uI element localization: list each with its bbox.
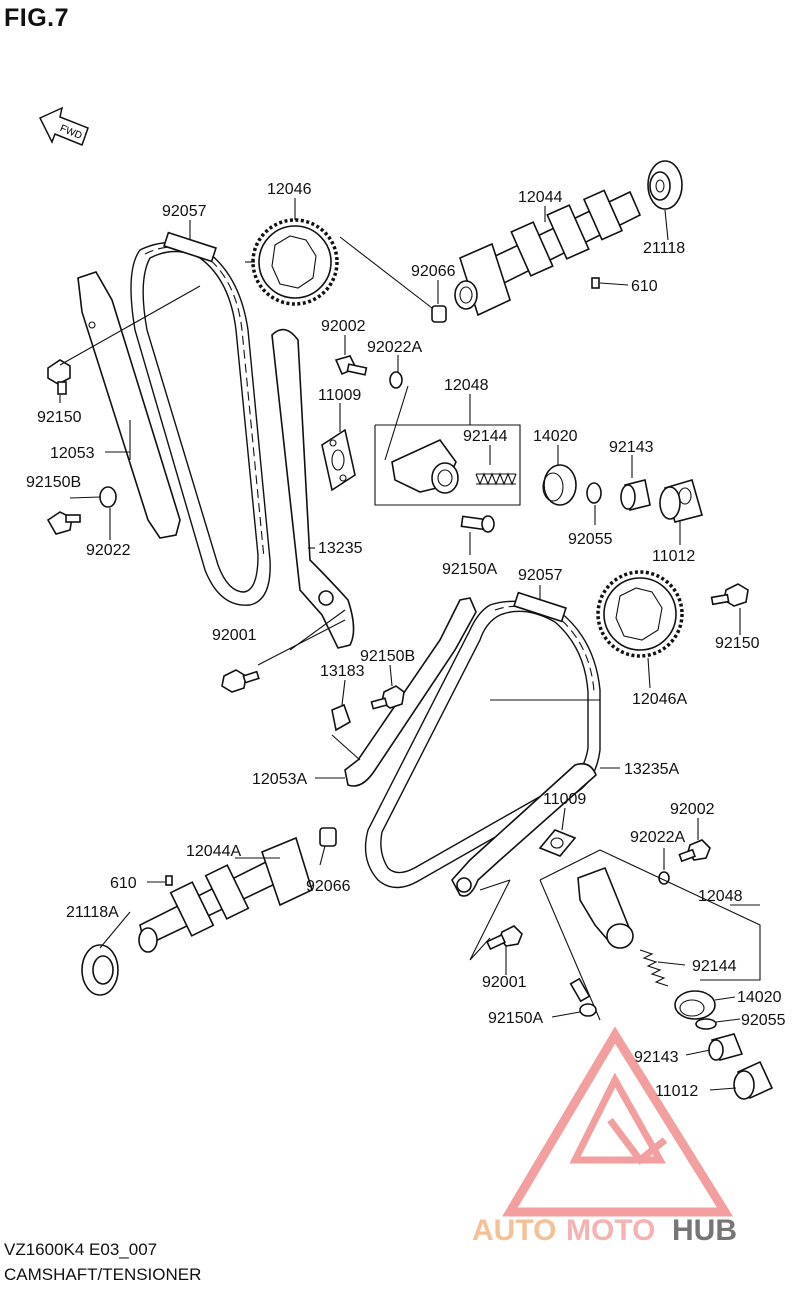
label-21118A: 21118A (66, 904, 119, 921)
label-92143-top: 92143 (609, 439, 654, 456)
bolt-92150-right (710, 583, 749, 607)
label-11012-top: 11012 (652, 548, 695, 565)
label-13235A: 13235A (624, 761, 679, 778)
label-14020-bottom: 14020 (737, 989, 782, 1006)
bracket-13183 (331, 703, 351, 732)
svg-text:HUB: HUB (672, 1214, 737, 1247)
bolt-92150A-bottom (569, 977, 597, 1017)
label-21118: 21118 (643, 240, 685, 257)
label-12053A: 12053A (252, 771, 307, 788)
pin-610-bottom (165, 875, 173, 886)
spring-92144-bottom (639, 949, 669, 987)
bolt-92002-top (334, 355, 368, 376)
label-92022A-bottom: 92022A (630, 829, 685, 846)
cap-11012-top (659, 479, 703, 523)
fwd-arrow-icon: FWD (38, 106, 89, 146)
label-610-top: 610 (631, 278, 658, 295)
label-92143-bottom: 92143 (634, 1049, 679, 1066)
bolt-92150A-top (460, 515, 495, 533)
label-92144-bottom: 92144 (692, 958, 737, 975)
tensioner-guide-13235A (451, 762, 597, 897)
label-92057-bottom: 92057 (518, 567, 563, 584)
tensioner-12048-bottom (539, 849, 761, 1021)
label-12053: 12053 (50, 445, 95, 462)
label-11009-top: 11009 (318, 387, 361, 404)
label-92150-right: 92150 (715, 635, 760, 652)
label-13183: 13183 (320, 663, 365, 680)
spacer-92143-bottom (708, 1033, 744, 1061)
nut-14020-top (542, 464, 577, 506)
pin-610-top (591, 277, 600, 289)
bolt-92150B-left (46, 511, 81, 535)
nut-14020-bottom (674, 990, 716, 1020)
label-12044: 12044 (518, 189, 563, 206)
label-12044A: 12044A (186, 843, 241, 860)
bushing-92066-bottom (319, 827, 337, 847)
label-92001-bottom: 92001 (482, 974, 527, 991)
camshaft-12044A (138, 836, 313, 953)
svg-text:AUTO: AUTO (472, 1214, 556, 1247)
cam-chain-92057-top (130, 231, 271, 606)
label-12046A: 12046A (632, 691, 687, 708)
label-92055-top: 92055 (568, 531, 613, 548)
label-14020-top: 14020 (533, 428, 578, 445)
bushing-92066-top (431, 305, 447, 323)
label-13235: 13235 (318, 540, 363, 557)
model-code: VZ1600K4 E03_007 (4, 1240, 158, 1259)
label-11012-bottom: 11012 (655, 1083, 698, 1100)
label-92002-top: 92002 (321, 318, 366, 335)
bolt-92001-top (221, 669, 260, 693)
label-92066-top: 92066 (411, 263, 456, 280)
label-92150B-left: 92150B (26, 474, 81, 491)
spring-92144-top (475, 472, 517, 486)
part-labels: 12046 92057 12044 92066 21118 610 92002 … (26, 181, 786, 1100)
label-11009-bottom: 11009 (543, 791, 586, 808)
tensioner-guide-13235 (271, 328, 355, 649)
bolt-92001-bottom (485, 925, 523, 951)
watermark-brand: AUTO MOTO HUB (472, 1214, 737, 1247)
label-92022A-top: 92022A (367, 339, 422, 356)
sprocket-12046A (596, 570, 684, 658)
label-610-bottom: 610 (110, 875, 137, 892)
sprocket-12046 (251, 218, 339, 306)
gasket-11009-top (321, 428, 356, 492)
leader-lines (59, 198, 760, 1091)
end-plate-21118A (81, 944, 119, 996)
bolt-92150B-mid (370, 685, 405, 710)
svg-text:MOTO: MOTO (566, 1214, 655, 1247)
label-92066-bottom: 92066 (306, 878, 351, 895)
label-92150A-top: 92150A (442, 561, 497, 578)
figure-title: FIG.7 (4, 4, 70, 32)
cap-11012-bottom (733, 1060, 774, 1100)
bolt-92150-left (47, 359, 71, 395)
spacer-92143-top (620, 479, 651, 511)
section-title: CAMSHAFT/TENSIONER (4, 1265, 202, 1284)
label-92022: 92022 (86, 542, 131, 559)
label-92150A-bottom: 92150A (488, 1010, 543, 1027)
label-92150B-mid: 92150B (360, 648, 415, 665)
o-ring-92055-bottom (695, 1018, 717, 1030)
o-ring-92055-top (586, 482, 602, 504)
chain-guide-12053A (344, 597, 477, 787)
gasket-11009-bottom (538, 829, 577, 857)
label-92001-top: 92001 (212, 627, 257, 644)
camshaft-12044 (454, 189, 642, 317)
end-plate-21118 (647, 160, 683, 210)
label-92057-top: 92057 (162, 203, 207, 220)
label-12046: 12046 (267, 181, 312, 198)
tensioner-12048-top (374, 424, 521, 506)
washer-92022 (99, 486, 117, 508)
label-92055-bottom: 92055 (741, 1012, 786, 1029)
label-92002-bottom: 92002 (670, 801, 715, 818)
label-12048-bottom: 12048 (698, 888, 743, 905)
washer-92022A-top (389, 371, 403, 389)
label-92144-top: 92144 (463, 428, 508, 445)
bolt-92002-bottom (678, 839, 711, 863)
label-12048-top: 12048 (444, 377, 489, 394)
watermark-logo (502, 1026, 734, 1217)
chain-guide-12053 (77, 271, 181, 539)
label-92150-left: 92150 (37, 409, 82, 426)
